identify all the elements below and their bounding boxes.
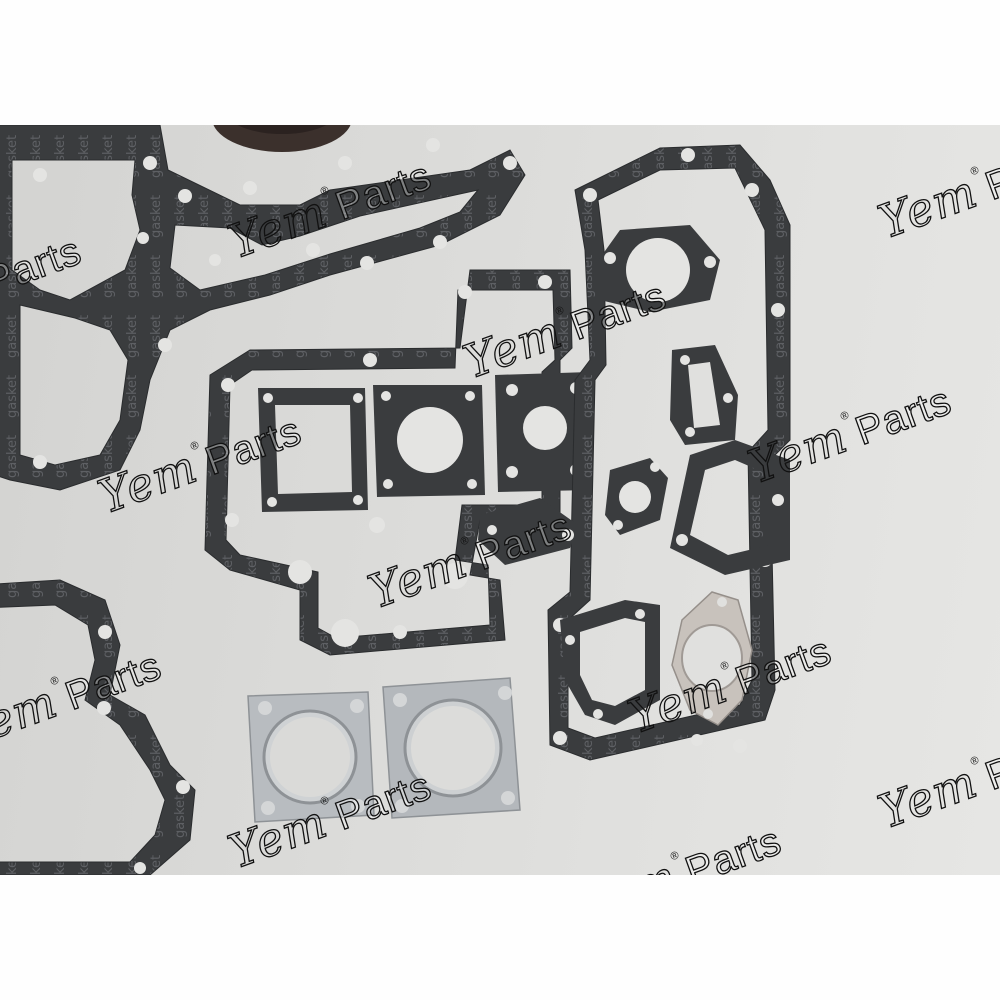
small-port-gasket-2	[373, 385, 485, 497]
exhaust-flange-gasket-right	[382, 677, 521, 819]
blanking-plate-gasket	[478, 498, 578, 565]
pad-gasket	[605, 458, 668, 535]
intake-manifold-gasket	[204, 269, 573, 656]
exhaust-flange-gasket-left	[247, 691, 375, 823]
oil-pump-gasket	[670, 345, 738, 445]
small-port-gasket-1	[258, 388, 368, 512]
product-photo: gasket	[0, 125, 1000, 875]
pump-housing-gasket	[670, 440, 790, 575]
crankshaft-oil-seal	[213, 125, 351, 152]
bottom-white-border	[0, 875, 1000, 1000]
timing-cover-gasket-left	[0, 125, 526, 491]
top-white-border	[0, 0, 1000, 125]
gasket-kit-illustration: gasket	[0, 125, 791, 875]
thermostat-gasket	[595, 225, 720, 312]
oval-exhaust-gasket	[671, 591, 753, 726]
water-outlet-gasket	[560, 600, 660, 725]
water-pump-gasket	[0, 579, 196, 875]
